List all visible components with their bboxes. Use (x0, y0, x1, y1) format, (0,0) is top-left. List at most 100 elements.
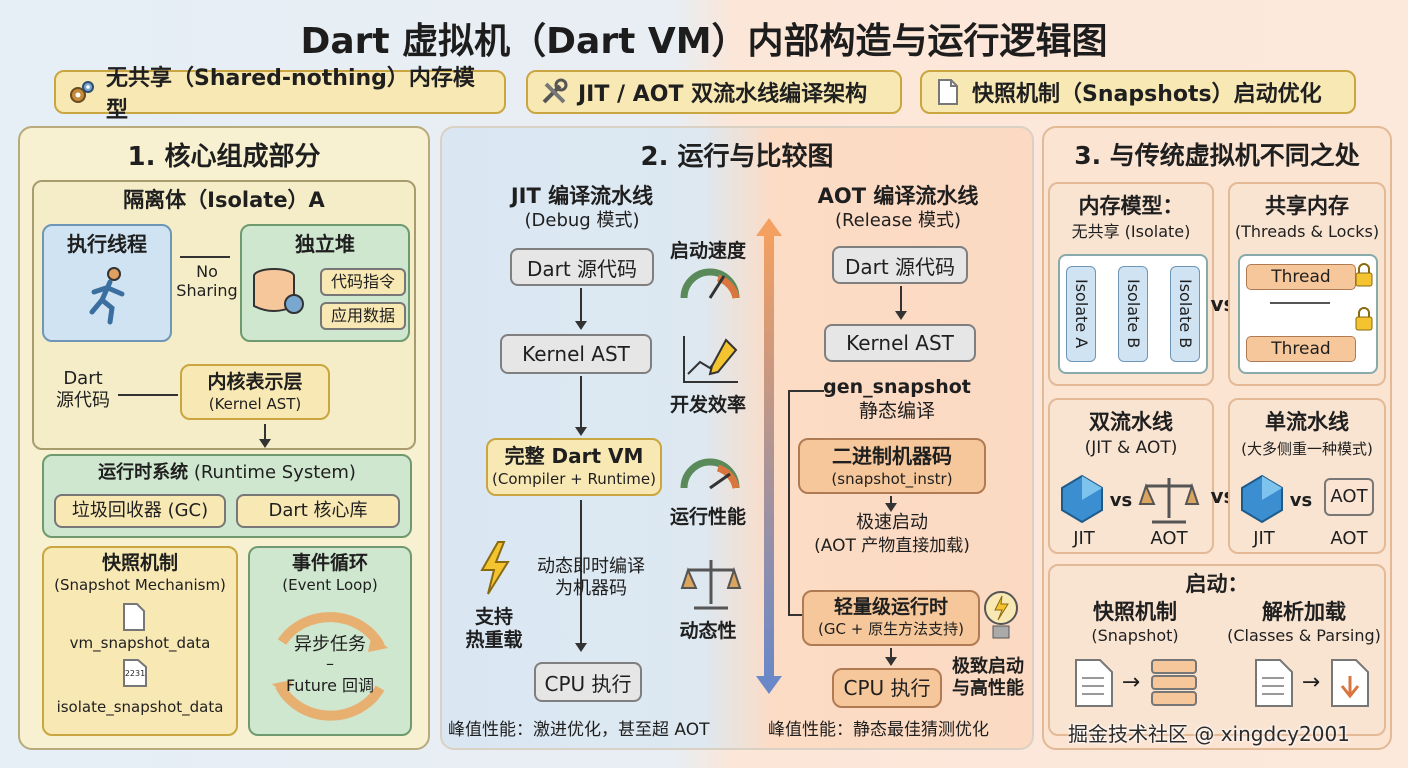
jit-kernel-box: Kernel AST (500, 334, 652, 374)
light-runtime-sub: (GC + 原生方法支持) (818, 620, 964, 638)
file-icon (123, 603, 145, 631)
panel-title: 3. 与传统虚拟机不同之处 (1074, 141, 1360, 170)
panel-differences: 3. 与传统虚拟机不同之处 内存模型： 无共享 (Isolate) Isolat… (1042, 126, 1392, 750)
shared-title: 共享内存 (1265, 194, 1349, 218)
aot-arrow-2 (885, 496, 897, 512)
jit-vm-title: 完整 Dart VM (504, 444, 644, 468)
runner-icon (89, 267, 125, 325)
panel-run-compare: 2. 运行与比较图 JIT 编译流水线 (Debug 模式) Dart 源代码 … (440, 126, 1034, 750)
gen-snapshot-label: gen_snapshot (823, 376, 971, 398)
aot-cpu-box: CPU 执行 (832, 668, 942, 708)
threads-frame: Thread Thread (1238, 254, 1378, 374)
metric-start-label: 启动速度 (669, 240, 746, 262)
aot-peak-label: 峰值性能：静态最佳猜测优化 (768, 720, 989, 740)
jit-vm-box: 完整 Dart VM (Compiler + Runtime) (486, 438, 662, 496)
single-pipeline-card: 单流水线 (大多侧重一种模式) vs AOT JIT AOT (1228, 398, 1386, 554)
thread-chip-bottom: Thread (1246, 336, 1356, 362)
future-callback-label: Future 回调 (285, 676, 375, 695)
core-lib-chip: Dart 核心库 (236, 494, 400, 528)
file-icon (123, 659, 147, 687)
startup-card: 启动： 快照机制 (Snapshot) 解析加载 (Classes & Pars… (1048, 564, 1386, 736)
database-icon (253, 268, 304, 314)
kernel-sub: (Kernel AST) (208, 395, 302, 413)
fast-start-label: 极速启动 (856, 512, 928, 533)
header-label: 快照机制（Snapshots）启动优化 (972, 82, 1322, 107)
tools-icon (542, 78, 568, 104)
heap-label: 独立堆 (295, 232, 355, 256)
document-icon (1255, 659, 1293, 707)
startup-title: 启动： (1185, 572, 1249, 596)
exec-thread-label: 执行线程 (67, 232, 147, 256)
shared-sub: (Threads & Locks) (1234, 222, 1380, 241)
header-shared-nothing: 无共享（Shared-nothing）内存模型 (54, 66, 506, 123)
memory-model-card: 内存模型： 无共享 (Isolate) Isolate A Isolate B … (1048, 182, 1214, 386)
scale-icon (680, 560, 742, 610)
hot-reload-label: 支持 热重载 (465, 606, 523, 651)
arrow-right-icon: → (1301, 670, 1321, 695)
loop-arrows-icon (272, 612, 388, 721)
aot-title: AOT 编译流水线 (817, 184, 979, 208)
iso-snapshot-label: isolate_snapshot_data (56, 698, 224, 716)
gauge-icon (680, 458, 740, 490)
kernel-box: 内核表示层 (Kernel AST) (180, 364, 330, 420)
jit-arrow-2 (575, 376, 587, 436)
axis-arrow-down (756, 676, 782, 694)
compare-axis (764, 232, 774, 678)
aot-mode: (Release 模式) (834, 210, 962, 231)
chart-pencil-icon (683, 336, 738, 383)
axis-arrow-up (756, 218, 782, 236)
snapshot-sub: (Snapshot Mechanism) (54, 576, 226, 594)
header-label: 无共享（Shared-nothing）内存模型 (106, 66, 475, 123)
dart-logo-icon (1061, 474, 1103, 524)
shared-memory-card: 共享内存 (Threads & Locks) Thread Thread (1228, 182, 1386, 386)
static-compile-label: 静态编译 (858, 400, 935, 422)
aot-note-label: 极致启动 与高性能 (952, 656, 1024, 699)
jit-peak-label: 峰值性能：激进优化，甚至超 AOT (448, 720, 710, 740)
mem-model-sub: 无共享 (Isolate) (1071, 222, 1191, 241)
binary-box: 二进制机器码 (snapshot_instr) (798, 438, 986, 494)
runtime-title: 运行时系统 (98, 462, 189, 483)
snap-title: 快照机制 (1093, 600, 1177, 624)
isolate-b-chip: Isolate B (1118, 266, 1148, 362)
isolate-b-chip-2: Isolate B (1170, 266, 1200, 362)
dual-title: 双流水线 (1089, 410, 1173, 434)
metric-run-label: 运行性能 (669, 506, 746, 528)
vs-label: vs (1109, 490, 1133, 511)
snapshot-box: 快照机制 (Snapshot Mechanism) vm_snapshot_da… (42, 546, 238, 736)
isolate-box: 隔离体（Isolate）A 执行线程 No Sharing 独立堆 代码指令 应… (32, 180, 416, 450)
jit-dynamic-label: 动态即时编译 为机器码 (537, 556, 645, 599)
jit-arrow-1 (575, 288, 587, 330)
lock-icon (1355, 307, 1373, 331)
metric-dev-label: 开发效率 (669, 394, 746, 416)
jit-source-box: Dart 源代码 (510, 248, 654, 286)
document-icon (938, 79, 958, 105)
panel-title: 2. 运行与比较图 (640, 142, 834, 172)
jit-cpu-box: CPU 执行 (534, 662, 642, 702)
aot-source-box: Dart 源代码 (832, 246, 968, 284)
heap-box: 独立堆 代码指令 应用数据 (240, 224, 410, 342)
light-runtime-box: 轻量级运行时 (GC + 原生方法支持) (802, 590, 980, 646)
source-arrow (118, 394, 178, 396)
metric-dyn-label: 动态性 (679, 620, 737, 642)
aot-label: AOT (1150, 528, 1188, 549)
arrow-right-icon: → (1121, 670, 1141, 695)
aot-box-chip: AOT (1324, 478, 1374, 516)
contention-line (1270, 302, 1330, 304)
vm-snapshot-label: vm_snapshot_data (69, 634, 211, 652)
download-file-icon (1331, 659, 1369, 707)
document-icon (1075, 659, 1113, 707)
vs-label: vs (1289, 490, 1313, 511)
runtime-sub: (Runtime System) (193, 462, 356, 483)
isolate-a-chip: Isolate A (1066, 266, 1096, 362)
runtime-box: 运行时系统 (Runtime System) 垃圾回收器 (GC) Dart 核… (42, 454, 412, 538)
page-title: Dart 虚拟机（Dart VM）内部构造与运行逻辑图 (300, 21, 1108, 62)
mem-model-title: 内存模型： (1078, 194, 1184, 218)
kernel-arrow (259, 424, 271, 448)
aot-label: AOT (1330, 528, 1368, 549)
binary-title: 二进制机器码 (832, 444, 952, 468)
header-jit-aot: JIT / AOT 双流水线编译架构 (526, 70, 902, 114)
exec-thread-box: 执行线程 (42, 224, 172, 342)
panel-title: 1. 核心组成部分 (127, 142, 321, 172)
fast-start-sub: (AOT 产物直接加载) (814, 536, 970, 556)
thread-chip-top: Thread (1246, 264, 1356, 290)
